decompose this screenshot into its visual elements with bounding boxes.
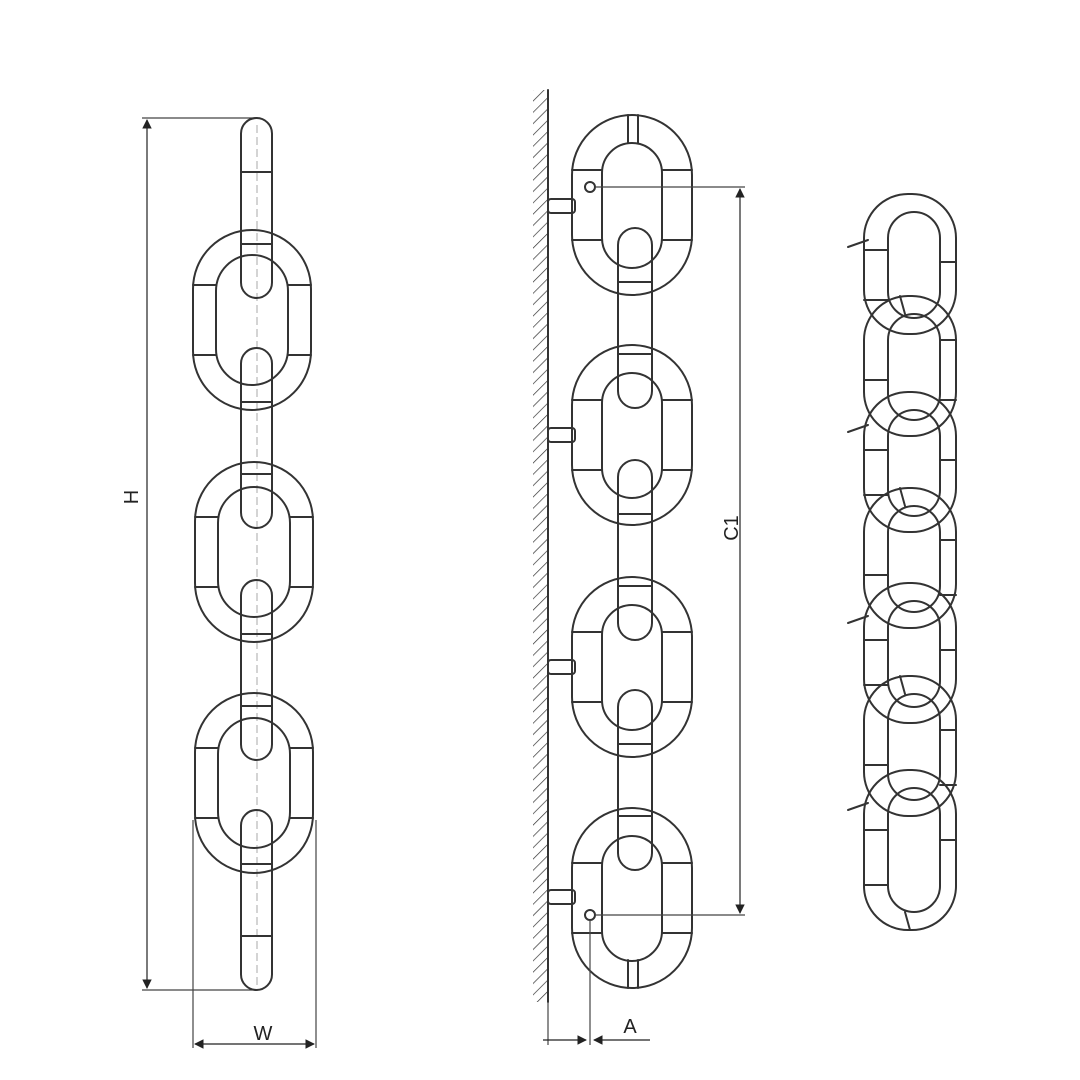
chain-link [863, 582, 957, 724]
chain-perspective-view [847, 193, 957, 931]
dimension-w: W [192, 820, 317, 1049]
dimension-a: A [543, 920, 650, 1045]
mounting-pin [547, 427, 576, 443]
chain-front-view: H W [121, 117, 317, 1049]
label-w: W [254, 1023, 273, 1045]
chain-link [617, 459, 653, 641]
chain-link [240, 809, 273, 991]
chain-wall-mounted-view: C1 A [533, 89, 745, 1045]
chain-link [617, 689, 653, 871]
chain-link [240, 579, 273, 761]
dimension-c1: C1 [595, 186, 745, 916]
chain-link [571, 807, 693, 989]
mounting-pin [547, 198, 576, 214]
label-c1: C1 [721, 515, 743, 541]
mounting-pin [547, 659, 576, 675]
chain-link [863, 487, 957, 629]
chain-link [863, 391, 957, 533]
chain-link [194, 692, 314, 874]
chain-link [194, 461, 314, 643]
chain-link [240, 117, 273, 299]
chain-link [863, 193, 957, 335]
chain-link [571, 344, 693, 526]
chain-link [192, 229, 312, 411]
dimension-h: H [121, 117, 258, 991]
chain-link [617, 227, 653, 409]
label-h: H [121, 490, 143, 504]
chain-link [863, 769, 957, 931]
chain-link [240, 347, 273, 529]
chain-link [863, 675, 957, 817]
chain-link [863, 295, 957, 437]
chain-link [571, 576, 693, 758]
mounting-pin [547, 889, 576, 905]
wall-hatching [533, 89, 549, 1003]
label-a: A [623, 1016, 637, 1038]
chain-link [571, 114, 693, 296]
